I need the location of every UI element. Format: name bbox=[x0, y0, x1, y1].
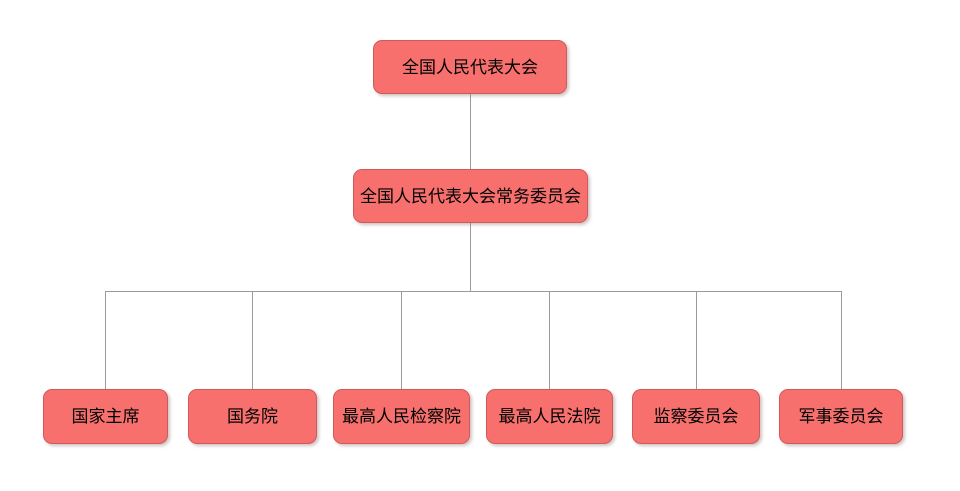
node-state-council: 国务院 bbox=[188, 389, 317, 444]
node-label-npc-standing-committee: 全国人民代表大会常务委员会 bbox=[360, 186, 581, 206]
connector-drop-state-president bbox=[105, 291, 106, 389]
node-label-state-president: 国家主席 bbox=[71, 407, 140, 426]
connector-drop-military-commission bbox=[841, 291, 842, 389]
node-label-supreme-peoples-court: 最高人民法院 bbox=[498, 407, 601, 426]
connector-drop-supervision-commission bbox=[696, 291, 697, 389]
node-supreme-peoples-court: 最高人民法院 bbox=[486, 389, 613, 444]
node-supervision-commission: 监察委员会 bbox=[632, 389, 760, 444]
connector-drop-supreme-procuratorate bbox=[401, 291, 402, 389]
node-label-supreme-peoples-procuratorate: 最高人民检察院 bbox=[342, 407, 461, 426]
node-state-president: 国家主席 bbox=[43, 389, 168, 444]
connector-standing-committee-to-bus bbox=[470, 223, 471, 291]
connector-root-to-standing-committee bbox=[470, 94, 471, 169]
node-npc-standing-committee: 全国人民代表大会常务委员会 bbox=[353, 169, 588, 223]
node-label-supervision-commission: 监察委员会 bbox=[653, 407, 739, 426]
node-national-peoples-congress: 全国人民代表大会 bbox=[373, 40, 567, 94]
connector-drop-supreme-court bbox=[549, 291, 550, 389]
connector-horizontal-bus bbox=[105, 291, 841, 292]
connector-drop-state-council bbox=[252, 291, 253, 389]
node-supreme-peoples-procuratorate: 最高人民检察院 bbox=[333, 389, 470, 444]
node-label-national-peoples-congress: 全国人民代表大会 bbox=[402, 57, 538, 77]
node-military-commission: 军事委员会 bbox=[779, 389, 903, 444]
node-label-state-council: 国务院 bbox=[227, 407, 278, 426]
node-label-military-commission: 军事委员会 bbox=[798, 407, 884, 426]
